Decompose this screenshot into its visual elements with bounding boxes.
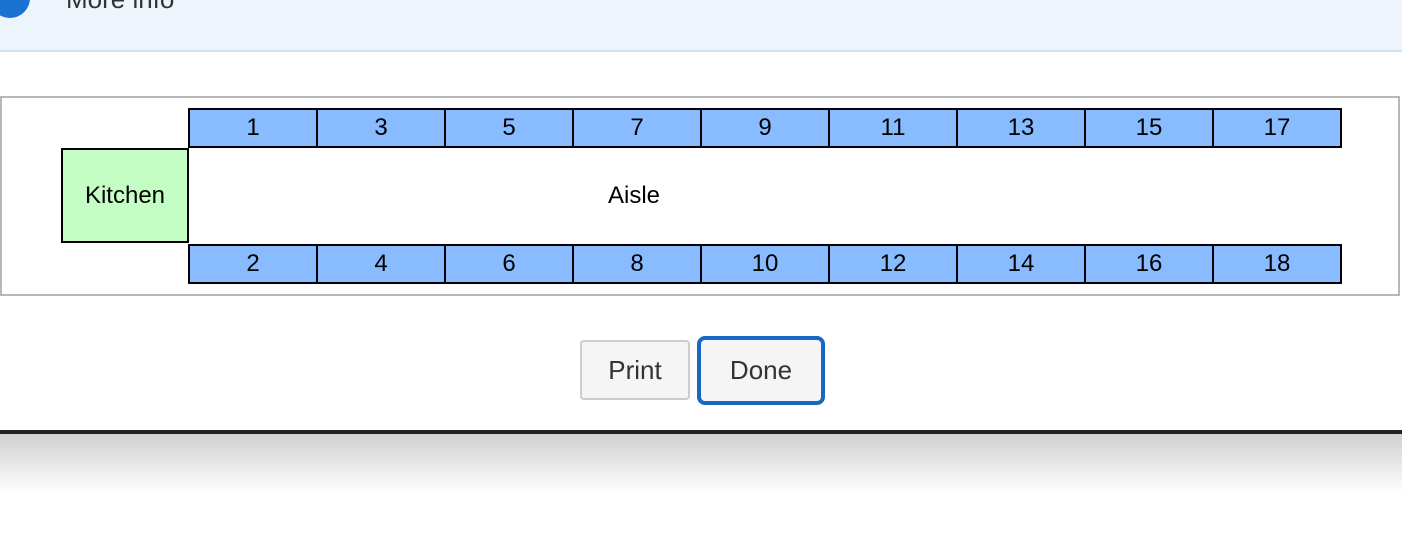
kitchen-area: Kitchen [61,148,189,243]
print-button[interactable]: Print [580,340,690,400]
seat-6[interactable]: 6 [444,244,574,284]
seat-10[interactable]: 10 [700,244,830,284]
aisle-label: Aisle [608,182,661,209]
dialog-bottom-border [0,430,1402,434]
seat-15[interactable]: 15 [1084,108,1214,148]
seat-13[interactable]: 13 [956,108,1086,148]
seat-4[interactable]: 4 [316,244,446,284]
seat-14[interactable]: 14 [956,244,1086,284]
seat-16[interactable]: 16 [1084,244,1214,284]
seat-18[interactable]: 18 [1212,244,1342,284]
seat-1[interactable]: 1 [188,108,318,148]
seat-8[interactable]: 8 [572,244,702,284]
seat-5[interactable]: 5 [444,108,574,148]
seat-row-bottom: 2 4 6 8 10 12 14 16 18 [188,244,1342,284]
done-button[interactable]: Done [697,336,825,405]
info-bar-text[interactable]: More info [66,0,174,12]
seat-7[interactable]: 7 [572,108,702,148]
seat-2[interactable]: 2 [188,244,318,284]
seat-9[interactable]: 9 [700,108,830,148]
seat-3[interactable]: 3 [316,108,446,148]
seat-11[interactable]: 11 [828,108,958,148]
info-icon [0,0,30,18]
info-bar: More info [0,0,1402,52]
dialog-shadow [0,434,1402,494]
seat-map: 1 3 5 7 9 11 13 15 17 Kitchen Aisle 2 4 … [0,96,1400,296]
seat-17[interactable]: 17 [1212,108,1342,148]
seat-row-top: 1 3 5 7 9 11 13 15 17 [188,108,1342,148]
seat-12[interactable]: 12 [828,244,958,284]
